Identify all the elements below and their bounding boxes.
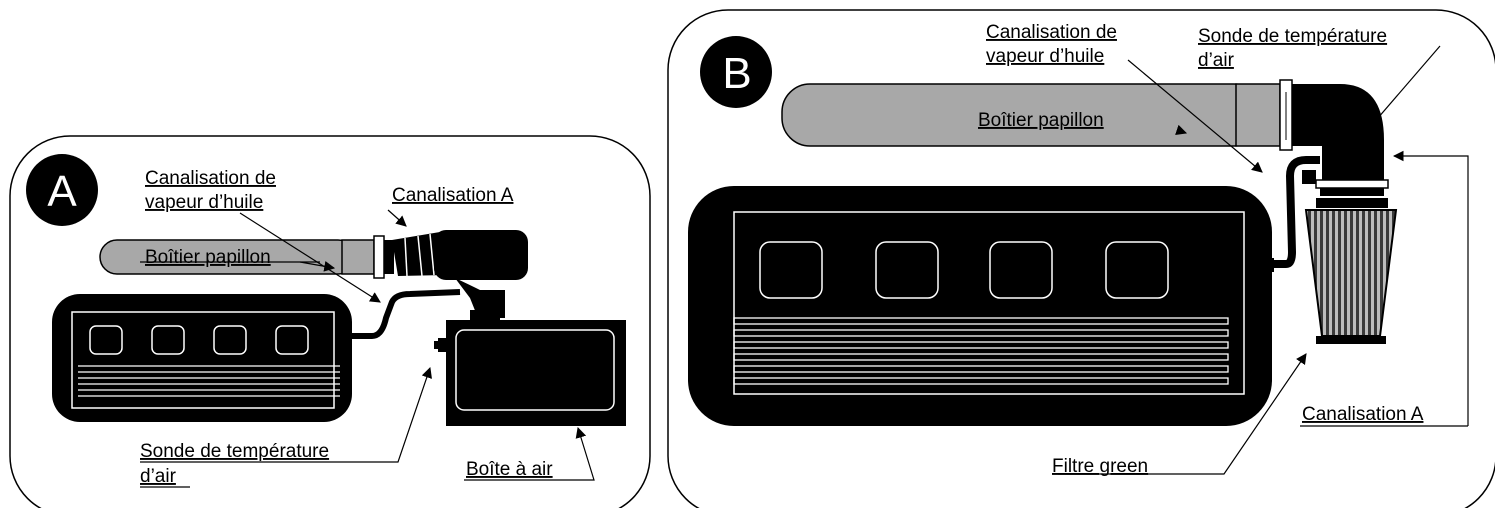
throttle-body-a <box>99 235 394 279</box>
leaders-a <box>140 209 595 488</box>
panel-a: A <box>9 135 651 508</box>
label-throttle-body-a: Boîtier papillon <box>145 247 271 268</box>
air-box-a <box>434 310 626 426</box>
badge-b-letter: B <box>722 49 751 98</box>
panel-a-frame <box>9 135 651 508</box>
label-oil-vapor-line-b-1: Canalisation de <box>986 22 1117 43</box>
label-air-temp-sensor-b-1: Sonde de température <box>1198 26 1387 47</box>
elbow-hose-b <box>1302 84 1389 196</box>
label-oil-vapor-line-b-2: vapeur d’huile <box>986 46 1104 67</box>
badge-a-letter: A <box>47 167 77 216</box>
label-green-filter-b: Filtre green <box>1052 456 1148 477</box>
leaders-b <box>1058 45 1469 475</box>
throttle-body-b <box>781 79 1304 151</box>
panel-b: B <box>667 9 1495 508</box>
label-throttle-body-b: Boîtier papillon <box>978 110 1104 131</box>
oil-vapor-hose-b <box>1272 156 1320 268</box>
label-air-temp-sensor-a-2: d’air <box>140 466 177 487</box>
label-oil-vapor-line-a-2: vapeur d’huile <box>145 192 263 213</box>
engine-b <box>688 186 1274 426</box>
green-filter-b <box>1304 198 1398 344</box>
label-air-temp-sensor-b-2: d’air <box>1198 50 1235 71</box>
oil-vapor-hose-a <box>352 289 461 339</box>
panel-b-frame <box>667 9 1495 508</box>
label-air-box-a: Boîte à air <box>466 459 553 480</box>
label-line-a-a: Canalisation A <box>392 185 514 206</box>
badge-b: B <box>700 36 772 108</box>
label-air-temp-sensor-a-1: Sonde de température <box>140 441 329 462</box>
label-oil-vapor-line-a-1: Canalisation de <box>145 168 276 189</box>
engine-a <box>52 294 352 422</box>
intake-hose-a <box>392 230 528 318</box>
badge-a: A <box>26 154 98 226</box>
label-line-a-b: Canalisation A <box>1302 404 1424 425</box>
